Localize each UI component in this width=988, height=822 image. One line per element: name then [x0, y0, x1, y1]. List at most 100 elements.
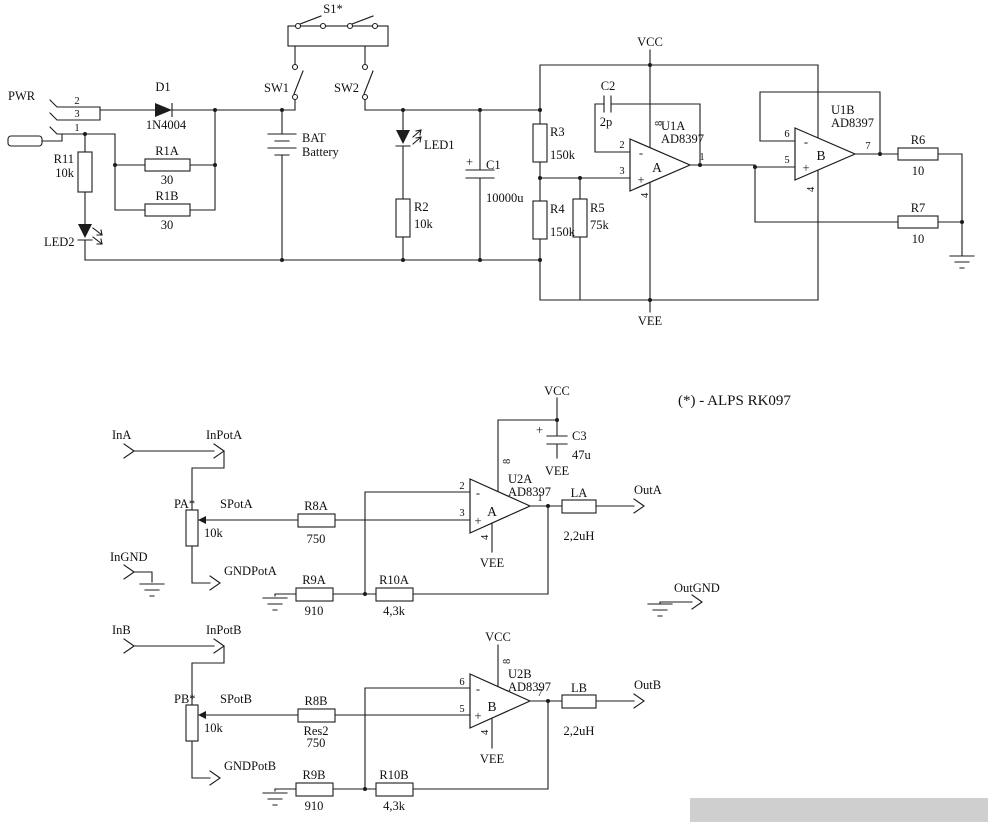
r11-resistor-symbol	[77, 151, 93, 193]
r8b-value: 750	[307, 736, 326, 750]
scan-artifact-band	[690, 798, 988, 822]
r10b-value: 4,3k	[383, 799, 406, 813]
r5-resistor-symbol	[572, 198, 588, 238]
c1-capacitor-symbol	[465, 169, 495, 179]
sw1-label: SW1	[264, 81, 289, 95]
led2-label: LED2	[44, 235, 75, 249]
r1b-label: R1B	[156, 189, 179, 203]
u1a-opamp-symbol	[629, 138, 692, 192]
jack-pin2-label: 2	[74, 96, 79, 107]
outb-label: OutB	[634, 678, 661, 692]
lb-inductor-symbol	[561, 694, 597, 709]
pwr-label: PWR	[8, 89, 36, 103]
r1b-resistor-symbol	[144, 203, 191, 217]
r9a-label: R9A	[302, 573, 326, 587]
c3-plus-sign: +	[536, 423, 543, 437]
pb-value: 10k	[204, 721, 224, 735]
r9a-resistor-symbol	[295, 587, 334, 602]
u1a-pin8-label: 8	[654, 121, 665, 126]
r6-resistor-symbol	[897, 147, 939, 161]
vcc-label-a: VCC	[544, 384, 570, 398]
r11-value: 10k	[55, 166, 75, 180]
inpotb-label: InPotB	[206, 623, 241, 637]
vee-label-c3: VEE	[545, 464, 570, 478]
u1b-plus-sign: +	[802, 161, 809, 175]
led1-symbol	[395, 129, 422, 147]
c1-value: 10000u	[486, 191, 524, 205]
channel-a-wires	[123, 397, 703, 617]
u1b-pin5-label: 5	[784, 155, 789, 166]
r9b-value: 910	[305, 799, 324, 813]
u1a-part-label: AD8397	[661, 132, 704, 146]
u2b-plus-sign: +	[474, 709, 481, 723]
r8a-label: R8A	[304, 499, 328, 513]
power-jack-symbol	[7, 135, 43, 147]
c1-label: C1	[486, 158, 501, 172]
r5-label: R5	[590, 201, 605, 215]
u1b-opamp-symbol	[794, 127, 857, 181]
lb-label: LB	[571, 681, 587, 695]
u1a-label: U1A	[661, 119, 685, 133]
u1b-pin7-label: 7	[865, 141, 870, 152]
inb-label: InB	[112, 623, 131, 637]
jack-pin1-label: 1	[74, 123, 79, 134]
jack-pin3-label: 3	[74, 109, 79, 120]
bat-value: Battery	[302, 145, 340, 159]
r8a-value: 750	[307, 532, 326, 546]
u2b-minus-sign: -	[476, 682, 480, 696]
lb-value: 2,2uH	[564, 724, 595, 738]
d1-diode-symbol	[155, 103, 173, 117]
r8b-resistor-symbol	[297, 708, 336, 723]
r2-label: R2	[414, 200, 429, 214]
u2a-pin2-label: 2	[459, 481, 464, 492]
u1b-pin4-label: 4	[806, 186, 817, 192]
r11-label: R11	[54, 152, 74, 166]
c2-capacitor-symbol	[603, 95, 612, 113]
r8b-extra-label: Res2	[304, 724, 329, 738]
virtual-ground-symbol	[949, 255, 975, 269]
u2b-label: U2B	[508, 667, 532, 681]
u1a-pin3-label: 3	[619, 166, 624, 177]
r1a-value: 30	[161, 173, 174, 187]
r4-label: R4	[550, 202, 565, 216]
u2a-label: U2A	[508, 472, 532, 486]
r6-value: 10	[912, 164, 925, 178]
r9b-label: R9B	[303, 768, 326, 782]
r5-value: 75k	[590, 218, 610, 232]
r8a-resistor-symbol	[297, 513, 336, 528]
pa-potentiometer-symbol	[185, 509, 206, 547]
outgnd-label: OutGND	[674, 581, 720, 595]
led2-symbol	[77, 224, 103, 245]
sw2-label: SW2	[334, 81, 359, 95]
u2b-part-label: AD8397	[508, 680, 551, 694]
r2-value: 10k	[414, 217, 434, 231]
c3-value: 47u	[572, 448, 592, 462]
r3-resistor-symbol	[532, 123, 548, 163]
pb-potentiometer-symbol	[185, 704, 206, 742]
u1b-part-label: AD8397	[831, 116, 874, 130]
u2a-pin4-label: 4	[480, 534, 491, 540]
ingnd-label: InGND	[110, 550, 148, 564]
u2a-opamp-symbol	[469, 478, 532, 534]
u1b-letter: B	[816, 148, 825, 163]
r9a-value: 910	[305, 604, 324, 618]
c2-value: 2p	[600, 115, 613, 129]
r7-resistor-symbol	[897, 215, 939, 229]
u2a-pin3-label: 3	[459, 508, 464, 519]
r2-resistor-symbol	[395, 198, 411, 238]
r10a-resistor-symbol	[375, 587, 414, 602]
u2b-pin7-label: 7	[537, 688, 542, 699]
pa-label: PA*	[174, 497, 195, 511]
r6-label: R6	[911, 133, 926, 147]
c1-plus-sign: +	[466, 155, 473, 169]
power-section-wires	[41, 45, 963, 313]
gndpotb-label: GNDPotB	[224, 759, 276, 773]
vee-label-a: VEE	[480, 556, 505, 570]
u1a-letter: A	[652, 160, 662, 175]
pa-value: 10k	[204, 526, 224, 540]
r10a-value: 4,3k	[383, 604, 406, 618]
s1-label: S1*	[323, 2, 342, 16]
u2b-pin5-label: 5	[459, 704, 464, 715]
